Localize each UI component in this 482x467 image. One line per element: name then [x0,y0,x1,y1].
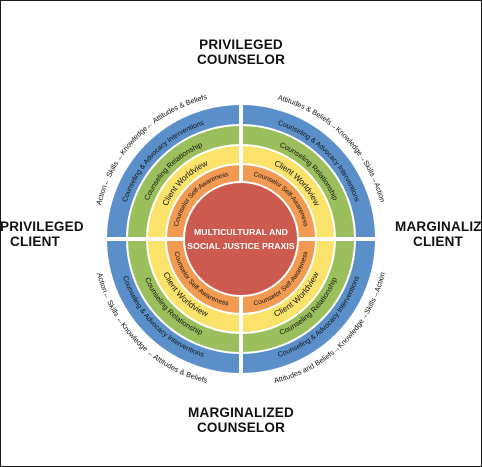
label-line: PRIVILEGED [199,37,283,52]
marginalized-counselor-label: MARGINALIZED COUNSELOR [176,405,306,435]
label-line: MARGINALIZED [395,219,482,234]
center-title-line: SOCIAL JUSTICE PRAXIS [187,241,295,251]
label-line: COUNSELOR [196,52,286,67]
label-line: CLIENT [10,234,60,249]
privileged-client-label: PRIVILEGED CLIENT [0,219,84,249]
label-line: COUNSELOR [196,420,286,435]
label-line: PRIVILEGED [0,219,84,234]
label-line: MARGINALIZED [188,405,294,420]
center-circle: MULTICULTURAL AND SOCIAL JUSTICE PRAXIS [183,181,299,297]
center-title-line: MULTICULTURAL AND [194,227,288,237]
center-disc [183,181,299,297]
label-line: CLIENT [413,234,463,249]
privileged-counselor-label: PRIVILEGED COUNSELOR [176,37,306,67]
marginalized-client-label: MARGINALIZED CLIENT [395,219,482,249]
